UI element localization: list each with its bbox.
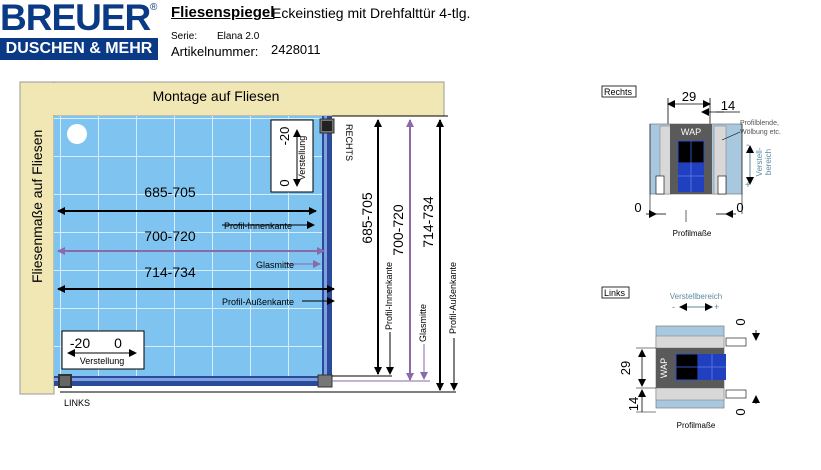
adj-top-zero: 0 — [277, 179, 292, 186]
inner-edge-vertical-label: Profil-Innenkante — [384, 262, 394, 330]
dim-glass-horizontal: 700-720 — [144, 228, 196, 244]
detail-left-adj-label: Verstellbereich — [670, 292, 722, 301]
detail-left-adj-minus: - — [672, 302, 675, 312]
detail-right-adj-label2: bereich — [764, 149, 773, 175]
logo-subline: DUSCHEN & MEHR — [0, 38, 158, 60]
detail-right-adj-plus: + — [745, 180, 751, 191]
detail-right-zero-right: 0 — [736, 200, 743, 215]
dim-inner-horizontal: 685-705 — [144, 184, 196, 200]
adjustment-box-bottom: -20 0 Verstellung — [61, 330, 145, 370]
left-wall-label: Fliesenmaße auf Fliesen — [29, 130, 45, 283]
detail-links: Links Verstellbereich - + WAP 0 0 29 14 … — [601, 286, 760, 430]
detail-left-zero-bottom: 0 — [733, 408, 748, 415]
detail-left-14: 14 — [626, 397, 641, 411]
outer-edge-vertical-label: Profil-Außenkante — [448, 262, 458, 334]
adj-top-neg: -20 — [277, 127, 292, 146]
detail-right-note1: Profilblende, — [740, 120, 779, 127]
series-value: Elana 2.0 — [217, 31, 260, 42]
detail-right-caption: Profilmaße — [673, 229, 712, 238]
detail-rechts: Rechts 29 14 WAP Profilblende, Wölbung e… — [601, 85, 781, 238]
wall-area — [19, 81, 445, 395]
top-wall-label: Montage auf Fliesen — [153, 88, 280, 104]
title-label: Fliesenspiegel — [171, 4, 275, 21]
adj-top-label: Verstellung — [297, 136, 307, 181]
links-label: LINKS — [64, 398, 90, 408]
dim-glass-vertical: 700-720 — [390, 204, 406, 256]
detail-left-adj-plus: + — [714, 302, 719, 312]
adj-bottom-label: Verstellung — [80, 356, 125, 366]
title-text: Eckeinstieg mit Drehfalttür 4-tlg. — [272, 5, 471, 21]
article-value: 2428011 — [271, 42, 321, 57]
shower-profile — [54, 116, 335, 388]
vertical-dimensions — [60, 115, 458, 393]
rechts-label: RECHTS — [344, 124, 354, 161]
inner-edge-label: Profil-Innenkante — [224, 221, 292, 231]
dim-inner-vertical: 685-705 — [359, 192, 375, 244]
detail-right-wap: WAP — [681, 127, 701, 137]
glass-center-label: Glasmitte — [256, 260, 294, 270]
logo-registered-mark: ® — [150, 2, 158, 13]
series-label: Serie: — [171, 31, 198, 42]
detail-right-14: 14 — [721, 98, 735, 113]
article-label: Artikelnummer: — [171, 44, 259, 59]
detail-right-adj-minus: - — [746, 140, 749, 151]
adj-bottom-neg: -20 — [70, 335, 90, 351]
detail-right-29: 29 — [682, 89, 696, 104]
detail-right-adj-label1: Verstell- — [755, 147, 764, 176]
detail-left-zero-top: 0 — [733, 318, 748, 325]
adjustment-box-top: -20 0 Verstellung — [270, 119, 314, 193]
dim-outer-horizontal: 714-734 — [144, 264, 196, 280]
detail-left-tag: Links — [604, 288, 626, 298]
outer-edge-label: Profil-Außenkante — [222, 297, 294, 307]
detail-left-caption: Profilmaße — [677, 421, 716, 430]
detail-right-zero-left: 0 — [634, 200, 641, 215]
detail-right-tag: Rechts — [604, 87, 633, 97]
detail-right-note2: Wölbung etc. — [740, 129, 781, 136]
glass-center-vertical-label: Glasmitte — [418, 304, 428, 342]
brand-logo: BREUER ® DUSCHEN & MEHR — [0, 0, 160, 62]
drain-icon — [67, 124, 87, 144]
logo-brand-text: BREUER — [0, 0, 151, 38]
dim-outer-vertical: 714-734 — [420, 196, 436, 248]
detail-left-wap: WAP — [659, 358, 669, 378]
horizontal-dimensions — [57, 207, 335, 305]
detail-left-29: 29 — [618, 361, 633, 375]
adj-bottom-zero: 0 — [114, 335, 122, 351]
